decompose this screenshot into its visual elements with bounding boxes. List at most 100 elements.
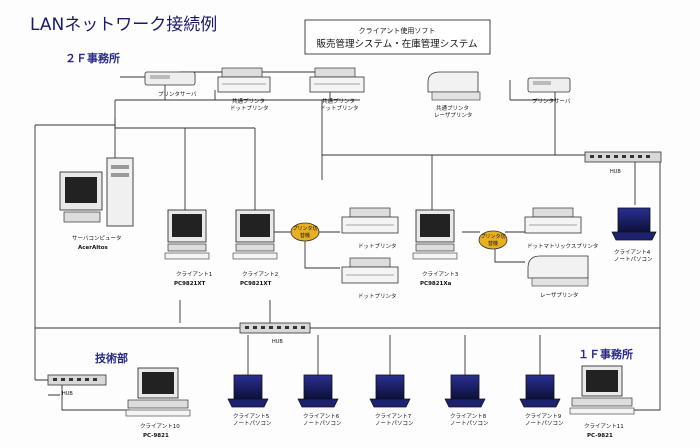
svg-text:ドットプリンタ: ドットプリンタ <box>320 104 359 112</box>
svg-text:クライアント6: クライアント6 <box>303 413 340 420</box>
client-1-line2: PC9821XT <box>174 281 206 287</box>
dot-matrix-printer: ドットマトリックスプリンタ <box>524 207 598 250</box>
svg-text:替機: 替機 <box>488 240 498 247</box>
svg-text:PC9821XT: PC9821XT <box>174 281 206 287</box>
client-5-line1: クライアント5 <box>233 413 270 420</box>
shared-laser-line2: レーザプリンタ <box>434 111 472 119</box>
switcher-1-line2: 替機 <box>300 232 310 239</box>
client-7-line2: ノートパソコン <box>375 420 414 427</box>
client-5: クライアント5 ノートパソコン <box>227 374 272 427</box>
client-9: クライアント9 ノートパソコン <box>519 374 564 427</box>
svg-text:クライアント9: クライアント9 <box>525 413 562 420</box>
svg-text:プリンタ切: プリンタ切 <box>292 225 317 232</box>
svg-text:AcerAltos: AcerAltos <box>78 245 109 251</box>
software-line1: クライアント使用ソフト <box>359 26 436 35</box>
client-8-line1: クライアント8 <box>450 413 487 420</box>
svg-text:クライアント7: クライアント7 <box>375 413 412 420</box>
switcher-2-line1: プリンタ切 <box>480 233 505 240</box>
svg-text:ノートパソコン: ノートパソコン <box>303 420 342 427</box>
shared-dot-printer-1: 共通プリンタ ドットプリンタ <box>217 67 271 112</box>
printer-switcher-1: プリンタ切 替機 <box>290 222 320 242</box>
print-server-left-label: プリンタサーバ <box>158 90 197 98</box>
client-11-line1: クライアント11 <box>584 423 624 430</box>
svg-text:クライアント2: クライアント2 <box>242 271 278 278</box>
client-7: クライアント7 ノートパソコン <box>369 374 414 427</box>
client-4-line1: クライアント4 <box>614 249 651 256</box>
dot-printer-a-label: ドットプリンタ <box>358 242 397 250</box>
client-10-line2: PC-9821 <box>143 433 169 439</box>
switcher-2-line2: 替機 <box>488 240 498 247</box>
network-cables <box>34 71 661 411</box>
printer-switcher-2: プリンタ切 替機 <box>478 230 508 250</box>
svg-text:サーバコンピュータ: サーバコンピュータ <box>72 234 121 242</box>
svg-text:ノートパソコン: ノートパソコン <box>375 420 414 427</box>
client-6-line2: ノートパソコン <box>303 420 342 427</box>
client-2: クライアント2 PC9821XT <box>232 209 278 287</box>
svg-text:クライアント4: クライアント4 <box>614 249 651 256</box>
dot-matrix-label: ドットマトリックスプリンタ <box>527 242 598 250</box>
client-4: クライアント4 ノートパソコン <box>611 207 657 263</box>
page-title: LANネットワーク接続例 <box>30 15 217 35</box>
client-8: クライアント8 ノートパソコン <box>444 374 489 427</box>
client-9-line2: ノートパソコン <box>525 420 564 427</box>
svg-text:クライアント3: クライアント3 <box>422 271 459 278</box>
shared-printer-2-line1: 共通プリンタ <box>322 97 355 105</box>
client-11-line2: PC-9821 <box>587 433 613 439</box>
print-server-right-label: プリンタサーバ <box>532 97 571 105</box>
client-3-line2: PC9821Xa <box>420 281 452 287</box>
client-6: クライアント6 ノートパソコン <box>297 374 342 427</box>
svg-text:レーザプリンタ: レーザプリンタ <box>434 111 472 119</box>
area-label-tech: 技術部 <box>95 351 128 365</box>
svg-text:替機: 替機 <box>300 232 310 239</box>
svg-text:共通プリンタ: 共通プリンタ <box>232 97 265 105</box>
svg-text:クライアント5: クライアント5 <box>233 413 270 420</box>
shared-printer-1-line2: ドットプリンタ <box>230 104 269 112</box>
dot-printer-a: ドットプリンタ <box>341 207 399 250</box>
svg-text:PC-9821: PC-9821 <box>587 433 613 439</box>
software-box: クライアント使用ソフト 販売管理システム・在庫管理システム <box>304 19 491 55</box>
svg-text:ノートパソコン: ノートパソコン <box>233 420 272 427</box>
client-8-line2: ノートパソコン <box>450 420 489 427</box>
shared-printer-1-line1: 共通プリンタ <box>232 97 265 105</box>
software-line2: 販売管理システム・在庫管理システム <box>317 38 478 50</box>
hub-top-label: HUB <box>610 169 621 175</box>
svg-text:クライアント8: クライアント8 <box>450 413 487 420</box>
svg-text:プリンタ切: プリンタ切 <box>480 233 505 240</box>
hub-mid-label: HUB <box>272 339 283 345</box>
svg-text:クライアント11: クライアント11 <box>584 423 624 430</box>
svg-text:PC9821XT: PC9821XT <box>240 281 272 287</box>
hub-left-label: HUB <box>62 391 73 397</box>
svg-text:ノートパソコン: ノートパソコン <box>614 256 653 263</box>
switcher-1-line1: プリンタ切 <box>292 225 317 232</box>
hub-top: HUB <box>584 151 662 175</box>
client-1-line1: クライアント1 <box>176 271 212 278</box>
print-server-left: プリンタサーバ <box>144 71 197 98</box>
client-11: クライアント11 PC-9821 <box>569 365 635 439</box>
laser-printer-label: レーザプリンタ <box>540 291 578 299</box>
client-10-line1: クライアント10 <box>140 423 180 430</box>
client-6-line1: クライアント6 <box>303 413 340 420</box>
client-7-line1: クライアント7 <box>375 413 412 420</box>
hub-mid: HUB <box>239 322 311 345</box>
server-computer: サーバコンピュータ AcerAltos <box>59 157 134 251</box>
shared-laser-line1: 共通プリンタ <box>436 104 469 112</box>
client-10: クライアント10 PC-9821 <box>125 367 191 439</box>
shared-dot-printer-2: 共通プリンタ ドットプリンタ <box>309 67 365 112</box>
svg-text:クライアント10: クライアント10 <box>140 423 180 430</box>
client-2-line2: PC9821XT <box>240 281 272 287</box>
server-line1: サーバコンピュータ <box>72 234 121 242</box>
dot-printer-b: ドットプリンタ <box>341 257 399 300</box>
shared-laser-printer: 共通プリンタ レーザプリンタ <box>427 71 481 119</box>
area-label-1f: １Ｆ事務所 <box>578 347 633 361</box>
svg-text:PC9821Xa: PC9821Xa <box>420 281 452 287</box>
svg-text:PC-9821: PC-9821 <box>143 433 169 439</box>
svg-text:クライアント1: クライアント1 <box>176 271 212 278</box>
client-2-line1: クライアント2 <box>242 271 278 278</box>
client-3-line1: クライアント3 <box>422 271 459 278</box>
client-3: クライアント3 PC9821Xa <box>412 209 459 287</box>
print-server-right: プリンタサーバ <box>527 77 571 105</box>
hub-left: HUB <box>47 374 107 397</box>
shared-printer-2-line2: ドットプリンタ <box>320 104 359 112</box>
